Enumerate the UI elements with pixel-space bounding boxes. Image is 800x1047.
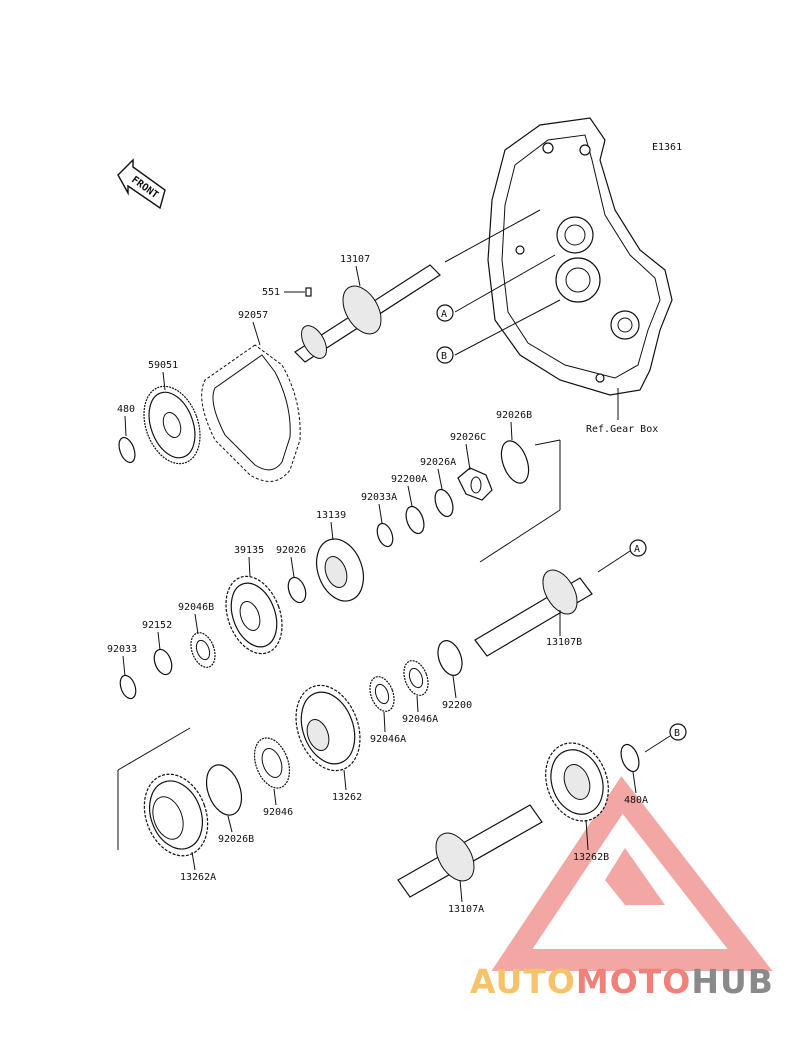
part-label: 92046B (178, 602, 214, 613)
part-label: 13262B (573, 852, 609, 863)
part-label: 480 (117, 404, 135, 415)
gear-box-housing (487, 117, 673, 396)
part-label: 92026C (450, 432, 486, 443)
part-label: 92046A (370, 734, 406, 745)
part-label: 92200A (391, 474, 427, 485)
part-label: 92152 (142, 620, 172, 631)
part-label: 13139 (316, 510, 346, 521)
diagram-code: E1361 (652, 142, 682, 153)
part-label: 92033 (107, 644, 137, 655)
part-label: 92026B (496, 410, 532, 421)
bearing-92046b (190, 632, 216, 668)
brand-moto: MOTO (575, 962, 692, 1001)
ref-b-bottom: B (674, 728, 680, 739)
bearing-92046 (253, 737, 291, 789)
part-label: 92026 (276, 545, 306, 556)
shaft-13107b (474, 569, 593, 657)
part-label: 92033A (361, 492, 397, 503)
ref-gear-box-label: Ref.Gear Box (586, 424, 658, 435)
sprocket-59051 (143, 385, 201, 465)
part-label: 13262A (180, 872, 216, 883)
brand-auto: AUTO (470, 962, 576, 1001)
part-label: 59051 (148, 360, 178, 371)
ref-b-top: B (441, 351, 447, 362)
bearing-92046a (369, 676, 395, 712)
part-label: 92046 (263, 807, 293, 818)
washer-92026c (457, 467, 493, 501)
watermark-brand: AUTOMOTOHUB (470, 962, 774, 1002)
part-label: 92200 (442, 700, 472, 711)
watermark-logo-icon (491, 776, 773, 971)
part-label: 39135 (234, 545, 264, 556)
ref-a-mid: A (634, 544, 640, 555)
part-label: 92026A (420, 457, 456, 468)
brand-hub: HUB (691, 962, 774, 1001)
gear-13262a (143, 773, 209, 857)
part-label: 480A (624, 795, 648, 806)
gear-13262 (295, 684, 361, 772)
shaft-13107 (294, 264, 441, 363)
front-arrow-icon: FRONT (117, 158, 166, 210)
part-label: 13107 (340, 254, 370, 265)
part-label: 92057 (238, 310, 268, 321)
ref-a-top: A (441, 309, 447, 320)
part-label: 13262 (332, 792, 362, 803)
part-label: 92046A (402, 714, 438, 725)
bearing-92046a (403, 660, 429, 696)
hub-13139 (316, 538, 364, 602)
part-label: 92026B (218, 834, 254, 845)
part-label: 551 (262, 287, 280, 298)
gear-13262b (545, 742, 609, 822)
gear-39135 (225, 575, 283, 655)
part-label: 13107A (448, 904, 484, 915)
shaft-13107a (397, 804, 543, 898)
part-label: 13107B (546, 637, 582, 648)
